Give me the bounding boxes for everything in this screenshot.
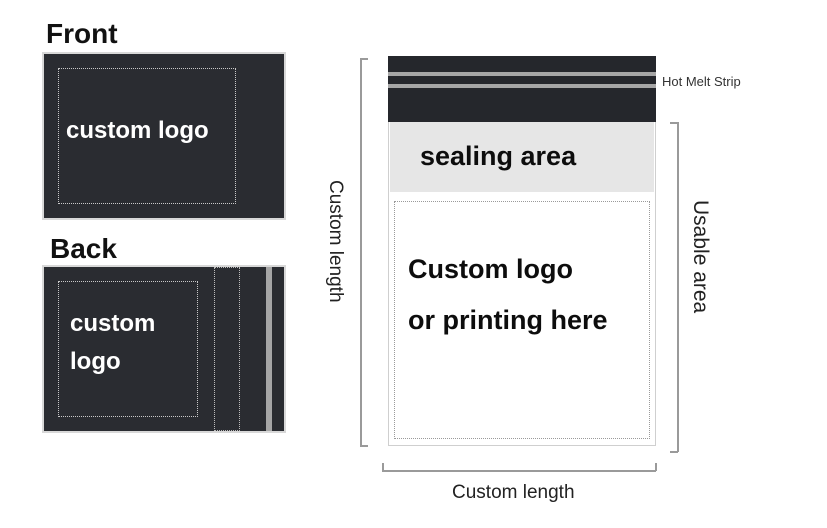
back-logo-line1: custom xyxy=(70,310,156,337)
length-bracket-horizontal-left-tick xyxy=(382,463,384,471)
sealing-area-band xyxy=(390,122,654,192)
length-bracket-horizontal-right-tick xyxy=(655,463,657,471)
length-bracket-vertical-top-tick xyxy=(360,58,368,60)
front-logo-area xyxy=(58,68,236,204)
back-hot-melt-strip xyxy=(266,267,272,431)
back-logo-text: custom logo xyxy=(70,305,155,382)
print-area-line2: or printing here xyxy=(408,305,608,336)
sealing-area-label: sealing area xyxy=(420,141,577,171)
length-bracket-vertical-bottom-tick xyxy=(360,445,368,447)
back-flap-area xyxy=(214,267,240,431)
back-heading: Back xyxy=(50,233,117,264)
back-logo-line2: logo xyxy=(70,348,121,376)
hot-melt-strip-label: Hot Melt Strip xyxy=(662,74,741,89)
bag-top-strip xyxy=(388,56,656,122)
back-logo-area xyxy=(58,281,198,417)
print-area-text: Custom logo or printing here xyxy=(408,244,608,347)
usable-area-bracket xyxy=(677,122,679,452)
hot-melt-line-bottom xyxy=(388,84,656,88)
back-bag-panel: custom logo xyxy=(42,265,286,433)
custom-length-vertical-label: Custom length xyxy=(325,180,346,303)
hot-melt-line-top xyxy=(388,72,656,76)
front-bag-panel: custom logo xyxy=(42,52,286,220)
usable-area-label: Usable area xyxy=(689,200,712,314)
length-bracket-horizontal xyxy=(382,470,656,472)
length-bracket-vertical xyxy=(360,58,362,446)
print-area xyxy=(394,201,650,439)
front-heading: Front xyxy=(46,18,118,49)
usable-area-bracket-top-tick xyxy=(670,122,678,124)
custom-length-horizontal-label: Custom length xyxy=(452,482,575,503)
usable-area-bracket-bottom-tick xyxy=(670,451,678,453)
print-area-line1: Custom logo xyxy=(408,254,573,284)
front-logo-text: custom logo xyxy=(66,117,209,144)
